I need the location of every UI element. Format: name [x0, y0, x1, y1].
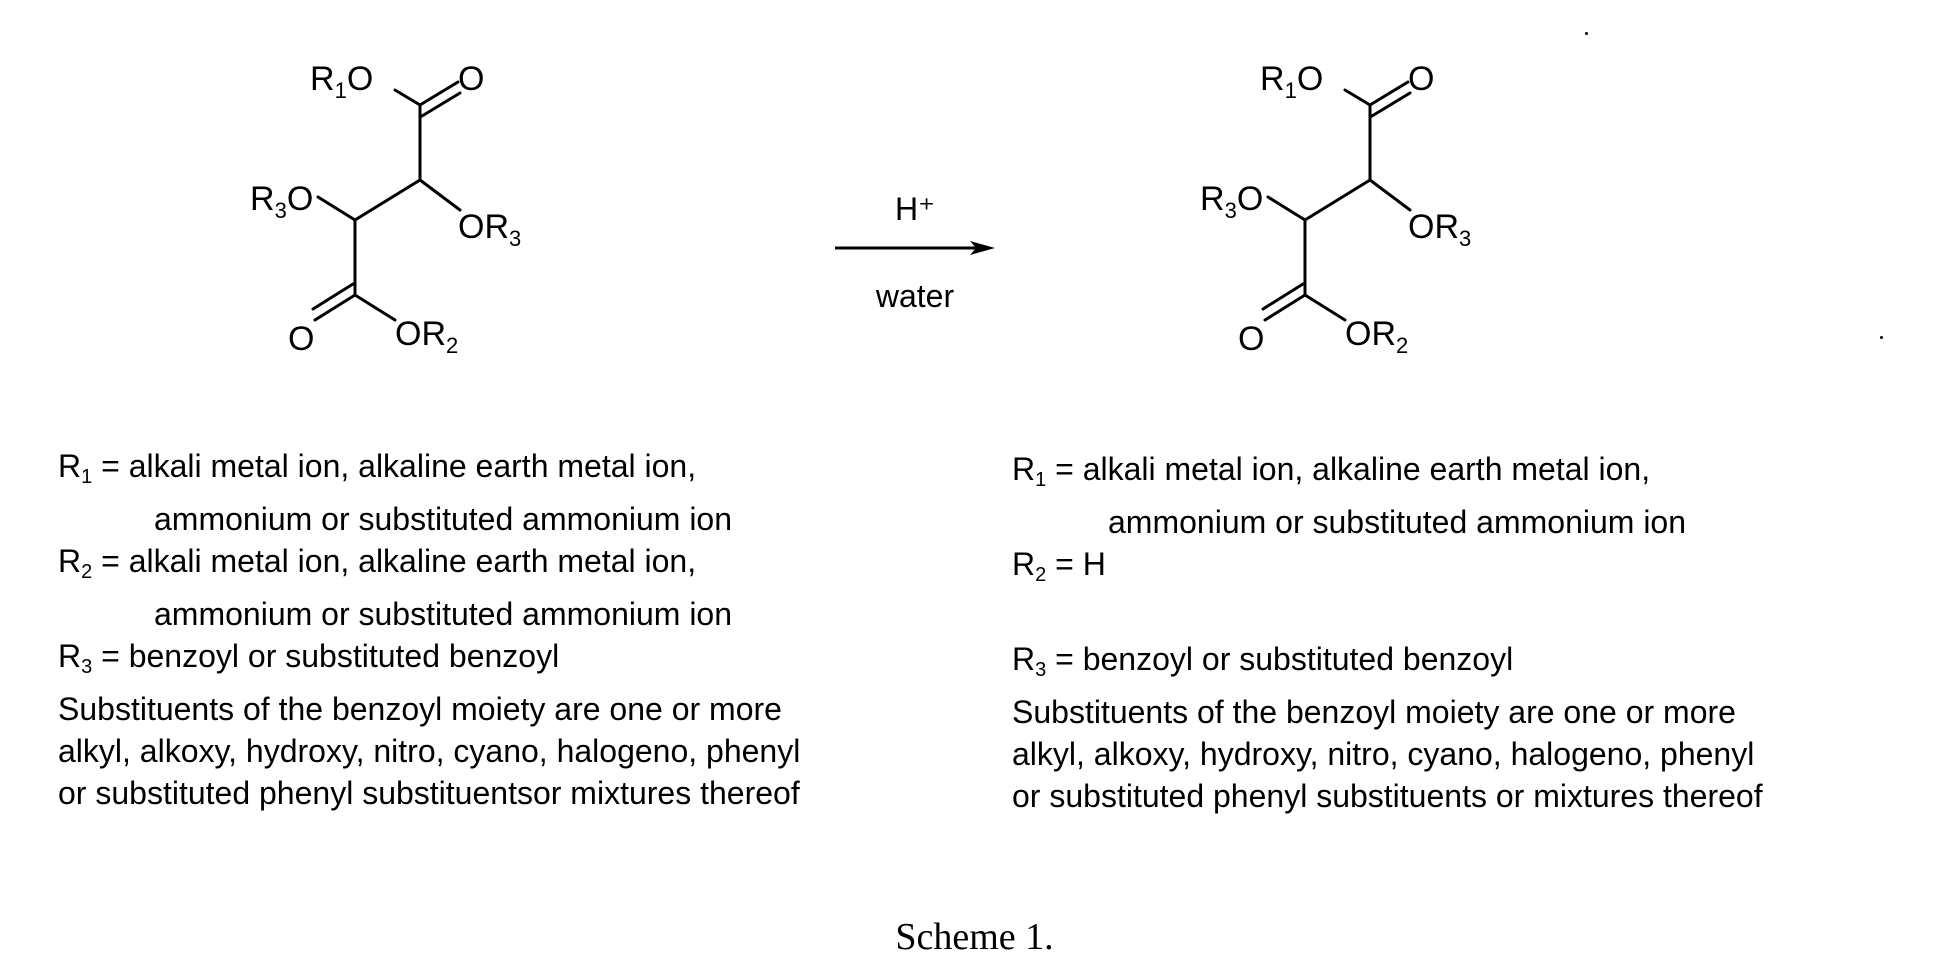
- bond-r1o-carbonyl: [1345, 90, 1370, 105]
- top-carbonyl-o: O: [458, 60, 484, 98]
- r1-symbol: R1: [1012, 448, 1046, 501]
- def-r1-line1: R1 = alkali metal ion, alkaline earth me…: [58, 445, 800, 498]
- def-r2-line2: ammonium or substituted ammonium ion: [58, 593, 800, 635]
- product-definitions: R1 = alkali metal ion, alkaline earth me…: [1012, 448, 1763, 817]
- reagent-below-arrow: water: [830, 278, 1000, 315]
- def-r1-line1: R1 = alkali metal ion, alkaline earth me…: [1012, 448, 1763, 501]
- or3-label-right: OR3: [1408, 208, 1471, 251]
- bond-bottom-co-1: [1265, 295, 1305, 320]
- bond-bottom-c-or2: [355, 295, 395, 320]
- scan-speck: [1585, 32, 1588, 35]
- bottom-carbonyl-o: O: [288, 320, 314, 358]
- product-structure: R1O O R3O OR3 O OR2: [1250, 60, 1630, 420]
- substituent-note-line1: Substituents of the benzoyl moiety are o…: [58, 688, 800, 730]
- def-r2-line1: R2 = H: [1012, 543, 1763, 596]
- def-r3-line1: R3 = benzoyl or substituted benzoyl: [1012, 638, 1763, 691]
- def-spacer: [1012, 596, 1763, 638]
- substituent-note-line3: or substituted phenyl substituentsor mix…: [58, 772, 800, 814]
- r2-symbol: R2: [58, 540, 92, 593]
- bond-ch-ch: [355, 180, 420, 220]
- def-r2-line1: R2 = alkali metal ion, alkaline earth me…: [58, 540, 800, 593]
- r3-symbol: R3: [1012, 638, 1046, 691]
- bond-ch-ch: [1305, 180, 1370, 220]
- scheme-caption: Scheme 1.: [0, 915, 1949, 959]
- bond-r1o-carbonyl: [395, 90, 420, 105]
- bond-ch-or3-right: [1370, 180, 1410, 210]
- bond-ch-or3-left: [1268, 197, 1305, 220]
- reactant-structure: R1O O R3O OR3 O OR2: [300, 60, 680, 420]
- r3-symbol: R3: [58, 635, 92, 688]
- bond-carbonyl-o-2: [422, 93, 460, 116]
- scan-speck: [1880, 336, 1883, 339]
- substituent-note-line3: or substituted phenyl substituents or mi…: [1012, 775, 1763, 817]
- reaction-arrow: [830, 238, 1000, 258]
- reactant-definitions: R1 = alkali metal ion, alkaline earth me…: [58, 445, 800, 814]
- bond-carbonyl-o-1: [420, 82, 458, 105]
- bond-bottom-c-or2: [1305, 295, 1345, 320]
- bond-carbonyl-o-1: [1370, 82, 1408, 105]
- bond-bottom-co-2: [313, 284, 353, 309]
- bond-ch-or3-left: [318, 197, 355, 220]
- substituent-note-line1: Substituents of the benzoyl moiety are o…: [1012, 691, 1763, 733]
- bond-bottom-co-1: [315, 295, 355, 320]
- r1o-label: R1O: [1260, 60, 1323, 103]
- or2-label: OR2: [395, 315, 458, 358]
- substituent-note-line2: alkyl, alkoxy, hydroxy, nitro, cyano, ha…: [58, 730, 800, 772]
- bottom-carbonyl-o: O: [1238, 320, 1264, 358]
- bond-ch-or3-right: [420, 180, 460, 210]
- def-r1-line2: ammonium or substituted ammonium ion: [1012, 501, 1763, 543]
- def-r3-line1: R3 = benzoyl or substituted benzoyl: [58, 635, 800, 688]
- substituent-note-line2: alkyl, alkoxy, hydroxy, nitro, cyano, ha…: [1012, 733, 1763, 775]
- or2-label: OR2: [1345, 315, 1408, 358]
- r1-symbol: R1: [58, 445, 92, 498]
- reaction-arrow-group: H⁺ water: [830, 190, 1000, 330]
- reagent-above-arrow: H⁺: [830, 190, 1000, 228]
- top-carbonyl-o: O: [1408, 60, 1434, 98]
- bond-bottom-co-2: [1263, 284, 1303, 309]
- r2-symbol: R2: [1012, 543, 1046, 596]
- bond-carbonyl-o-2: [1372, 93, 1410, 116]
- r3o-label-left: R3O: [250, 180, 313, 223]
- r3o-label-left: R3O: [1200, 180, 1263, 223]
- r1o-label: R1O: [310, 60, 373, 103]
- def-r1-line2: ammonium or substituted ammonium ion: [58, 498, 800, 540]
- or3-label-right: OR3: [458, 208, 521, 251]
